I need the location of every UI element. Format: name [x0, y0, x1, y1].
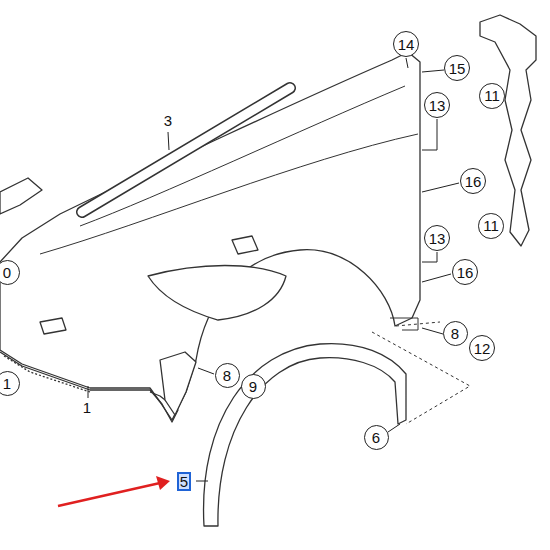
fender-panel: [0, 52, 420, 420]
callout-circle: 9: [241, 374, 266, 399]
callout-number: 15: [449, 61, 466, 76]
dashed-guide: [396, 322, 440, 326]
callout-circle: 13: [424, 92, 451, 119]
callout-circle: 8: [215, 363, 240, 388]
front-bracket: [0, 178, 42, 214]
callout-number: 11: [484, 88, 500, 103]
leader-line: [422, 70, 444, 72]
callout-circle: 15: [444, 55, 471, 82]
leader-line: [168, 132, 169, 150]
bumper-edge: [0, 352, 178, 422]
highlight-box: 5: [177, 472, 191, 491]
leader-line: [422, 328, 443, 334]
red-arrowhead: [156, 476, 170, 490]
callout-circle: 1: [0, 371, 20, 396]
callout-number: 12: [474, 341, 491, 356]
leader-line: [406, 58, 408, 68]
leader-line: [88, 386, 89, 398]
tow-cover: [40, 318, 66, 334]
callout-number: 16: [457, 265, 474, 280]
leader-line: [422, 183, 459, 192]
callout-circle: 0: [0, 260, 20, 285]
callout-number: 6: [372, 430, 380, 445]
callout-number: 16: [465, 174, 482, 189]
wheel-arch-trim: [204, 344, 406, 526]
callout-number: 8: [451, 326, 459, 341]
callout-circle: 11: [479, 83, 505, 109]
callout-number: 11: [483, 218, 499, 233]
callout-number: 3: [163, 112, 173, 129]
dashed-guide: [372, 332, 470, 424]
callout-circle: 11: [478, 213, 504, 239]
leader-line: [198, 368, 214, 374]
fender-support: [160, 352, 196, 415]
callout-circle: 16: [460, 168, 487, 195]
hood-strip: [82, 88, 290, 212]
callout-number: 1: [82, 399, 92, 416]
fender-crease: [40, 134, 418, 254]
callout-number: 13: [429, 231, 446, 246]
side-bracket: [480, 15, 536, 246]
leader-line: [422, 274, 451, 282]
callout-number: 8: [223, 368, 231, 383]
leader-line: [422, 252, 437, 262]
callout-number: 0: [3, 265, 11, 280]
callout-circle: 13: [424, 225, 451, 252]
callout-number: 9: [249, 379, 257, 394]
fender-tab: [390, 318, 418, 330]
red-arrow: [58, 483, 160, 506]
callout-circle: 12: [469, 335, 496, 362]
leader-line: [422, 119, 437, 150]
callout-number: 14: [398, 37, 415, 52]
headlight-opening: [148, 266, 286, 321]
callout-circle: 16: [452, 259, 479, 286]
callout-number: 5: [180, 474, 188, 489]
hood-strip: [82, 88, 290, 212]
leader-line: [388, 424, 400, 432]
washer-cap: [232, 236, 258, 254]
callout-circle: 14: [393, 31, 420, 58]
callout-circle: 8: [443, 321, 468, 346]
callout-number: 1: [3, 376, 11, 391]
callout-circle: 6: [364, 425, 389, 450]
leader-line: [196, 481, 208, 482]
fender-crease: [80, 86, 405, 226]
callout-number: 13: [429, 98, 446, 113]
